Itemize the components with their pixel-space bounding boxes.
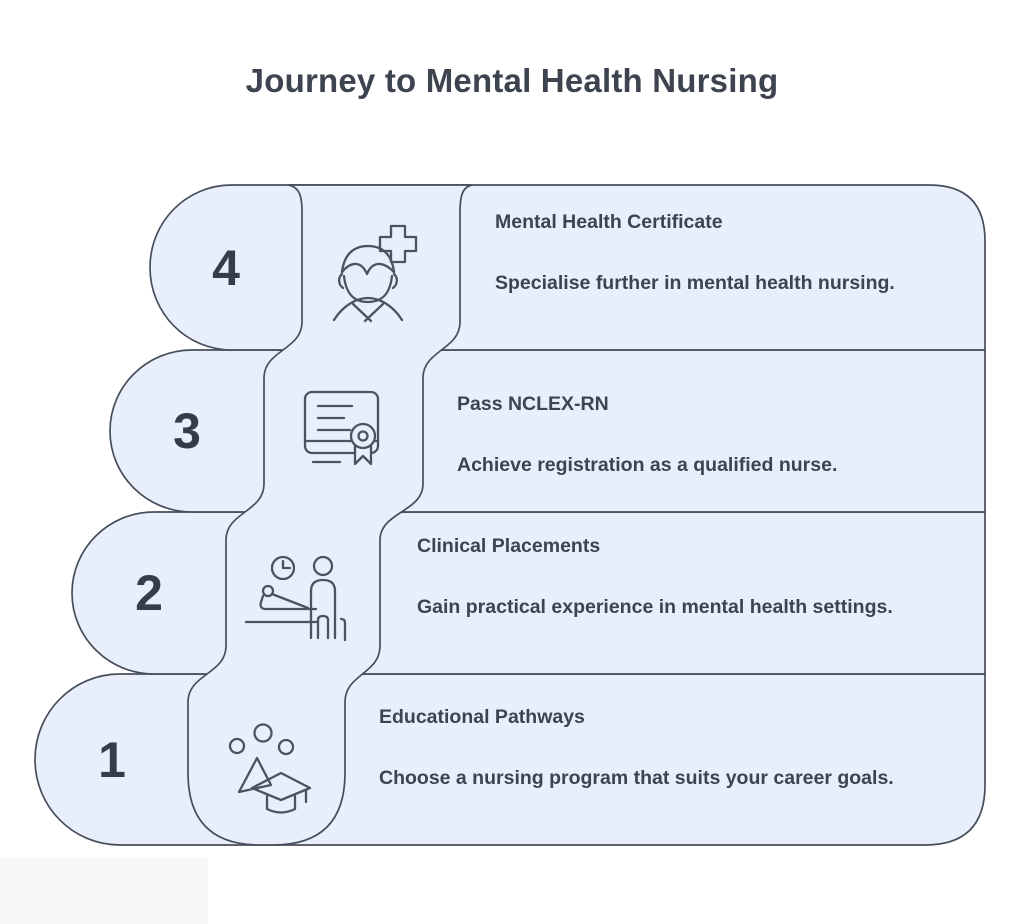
step-3-card: Pass NCLEX-RN Achieve registration as a … [457,392,997,479]
patient-care-clock-icon [244,555,347,642]
nurse-with-medical-cross-icon [332,224,418,323]
graduation-cap-icon [228,723,312,814]
step-2-title: Clinical Placements [417,535,601,557]
step-3-description: Achieve registration as a qualified nurs… [457,454,838,476]
step-1-description: Choose a nursing program that suits your… [379,767,894,789]
step-2-description: Gain practical experience in mental heal… [417,596,893,618]
watermark-strip [0,858,208,924]
step-3-title: Pass NCLEX-RN [457,393,609,415]
page-title: Journey to Mental Health Nursing [245,62,779,99]
step-4-card: Mental Health Certificate Specialise fur… [495,210,925,297]
step-4-description: Specialise further in mental health nurs… [495,272,895,294]
icon-spine-shape [187,184,473,846]
step-2-card: Clinical Placements Gain practical exper… [417,534,907,621]
step-1-title: Educational Pathways [379,706,585,728]
step-1-card: Educational Pathways Choose a nursing pr… [379,705,919,792]
step-2-number: 2 [135,565,163,621]
step-1-number: 1 [98,732,126,788]
step-4-title: Mental Health Certificate [495,211,723,233]
step-4-number: 4 [212,240,240,296]
certificate-with-ribbon-icon [303,390,380,466]
step-3-number: 3 [173,403,201,459]
